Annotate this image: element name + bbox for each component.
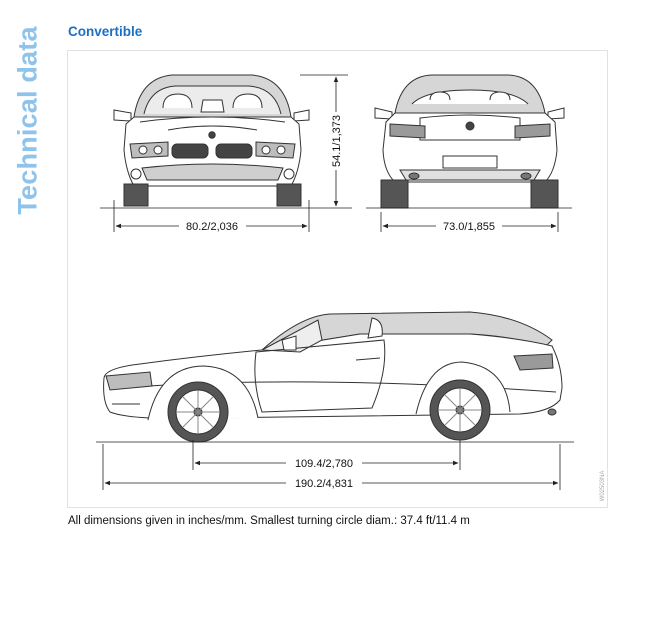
section-heading: Convertible (68, 24, 143, 39)
wheelbase-label: 109.4/2,780 (295, 458, 353, 470)
height-label: 54.1/1,373 (331, 115, 343, 167)
rear-track-label: 73.0/1,855 (443, 221, 495, 233)
front-view-car (113, 74, 310, 207)
front-width-label: 80.2/2,036 (186, 221, 238, 233)
side-view-car (103, 311, 563, 443)
length-label: 190.2/4,831 (295, 478, 353, 490)
dimensions-caption: All dimensions given in inches/mm. Small… (68, 515, 470, 527)
dimension-lines (96, 74, 574, 490)
figure-serial: W02503NA (600, 471, 606, 502)
dimension-figure-frame (67, 50, 608, 508)
rear-view-car (374, 74, 565, 209)
